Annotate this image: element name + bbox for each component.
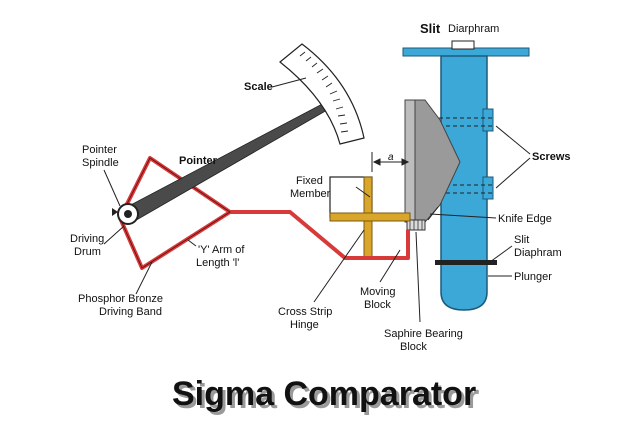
top-slit-label: Slit [420, 21, 441, 36]
pointer-spindle-label-1: Pointer [82, 144, 117, 156]
screws-label: Screws [532, 151, 571, 163]
saphire-bearing-block [406, 219, 426, 231]
pointer-spindle-label-2: Spindle [82, 157, 119, 169]
gap-label: a [388, 152, 394, 163]
side-slit-diaphragm [435, 260, 497, 265]
upper-screw [425, 108, 495, 132]
lower-screw [425, 176, 495, 200]
cross-strip-hinge-label-2: Hinge [290, 319, 319, 331]
plunger-assembly [402, 40, 530, 311]
driving-drum-label-1: Driving [70, 233, 104, 245]
y-arm-label-2: Length 'l' [196, 257, 239, 269]
drum-arrow-icon [112, 208, 118, 216]
driving-band-label-2: Driving Band [99, 306, 162, 318]
side-slit-label-1: Slit [514, 234, 529, 246]
plunger-label: Plunger [514, 271, 552, 283]
title-shadow: Sigma Comparator [175, 378, 479, 416]
moving-block-label-2: Block [364, 299, 391, 311]
moving-block-label-1: Moving [360, 286, 395, 298]
scale-label: Scale [244, 81, 273, 93]
fixed-member-label-1: Fixed [296, 175, 323, 187]
plunger-body [440, 55, 488, 311]
bearing-block-label-2: Block [400, 341, 427, 353]
bearing-block-label-1: Saphire Bearing [384, 328, 463, 340]
driving-band-label-1: Phosphor Bronze [78, 293, 163, 305]
pointer-spindle [124, 210, 132, 218]
leader-lines [103, 77, 531, 323]
knife-edge-label: Knife Edge [498, 213, 552, 225]
pointer [124, 91, 349, 223]
pointer-label: Pointer [179, 155, 218, 167]
top-plate-cap [451, 40, 475, 50]
fixed-member-label-2: Member [290, 188, 331, 200]
driving-drum-label-2: Drum [74, 246, 101, 258]
gap-dimension [371, 152, 410, 172]
scale [279, 43, 365, 145]
page-title: Sigma Comparator [172, 375, 476, 413]
y-arm-label-1: 'Y' Arm of [198, 244, 245, 256]
cross-strip-hinge-label-1: Cross Strip [278, 306, 332, 318]
knife-edge-line [427, 206, 439, 221]
side-slit-label-2: Diaphram [514, 247, 562, 259]
top-diaphragm-label: Diarphram [448, 23, 499, 35]
